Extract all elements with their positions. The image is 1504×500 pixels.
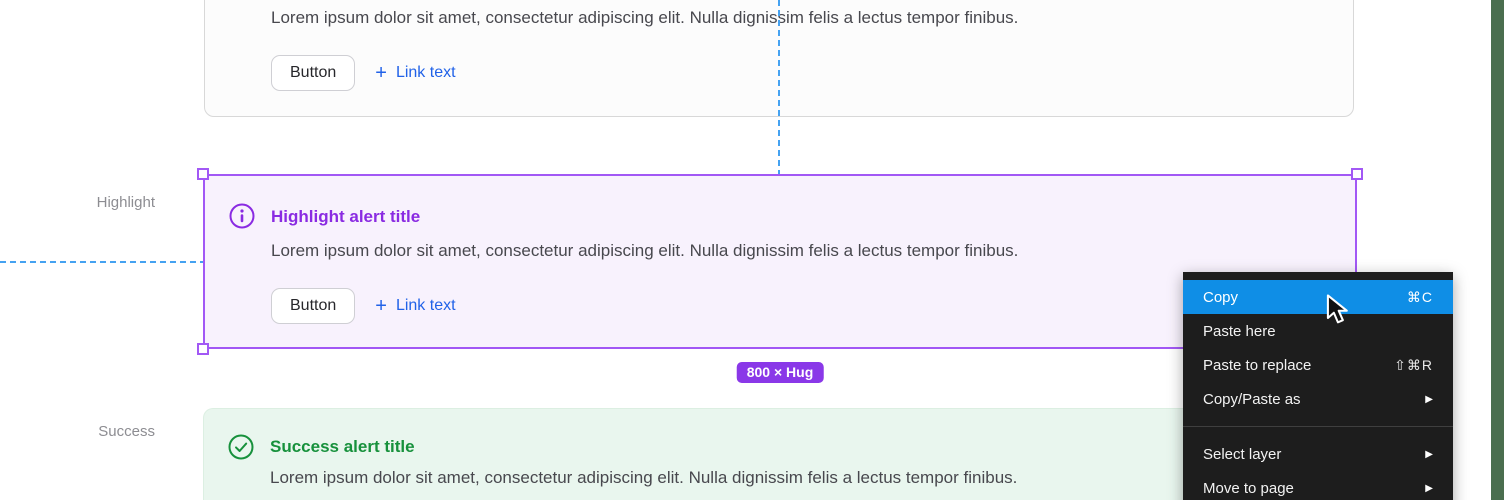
- alert-body-text: Lorem ipsum dolor sit amet, consectetur …: [270, 468, 1018, 487]
- menu-item-move-to-page[interactable]: Move to page ▶: [1203, 479, 1433, 497]
- alert-link-label: Link text: [395, 64, 456, 81]
- submenu-arrow-icon: ▶: [1425, 393, 1433, 405]
- alert-actions: Button + Link text: [271, 55, 456, 91]
- alert-button[interactable]: Button: [271, 288, 356, 324]
- info-icon: [229, 203, 255, 229]
- menu-item-paste-to-replace[interactable]: Paste to replace ⇧⌘R: [1203, 356, 1433, 374]
- alert-button[interactable]: Button: [271, 55, 356, 91]
- alert-link-label: Link text: [395, 297, 456, 314]
- menu-item-paste-here[interactable]: Paste here: [1203, 322, 1276, 340]
- alert-card-success[interactable]: Success alert title Lorem ipsum dolor si…: [203, 408, 1357, 500]
- alert-actions: Button + Link text: [271, 288, 456, 324]
- alert-link[interactable]: + Link text: [375, 295, 456, 317]
- menu-separator: [1183, 426, 1453, 427]
- distance-guide-horizontal: [0, 261, 203, 263]
- selection-handle-top-left[interactable]: [197, 168, 209, 180]
- mouse-cursor: [1326, 294, 1348, 324]
- menu-item-copy-paste-as[interactable]: Copy/Paste as ▶: [1203, 390, 1433, 408]
- context-menu: Copy ⌘C Paste here Paste to replace ⇧⌘R …: [1183, 272, 1453, 500]
- alert-body-text: Lorem ipsum dolor sit amet, consectetur …: [271, 8, 1019, 27]
- plus-icon: +: [375, 62, 387, 84]
- plus-icon: +: [375, 295, 387, 317]
- canvas-label-success: Success: [98, 423, 155, 440]
- alert-card-highlight[interactable]: Highlight alert title Lorem ipsum dolor …: [203, 174, 1357, 349]
- alert-title: Highlight alert title: [271, 207, 421, 226]
- submenu-arrow-icon: ▶: [1425, 482, 1433, 494]
- selection-handle-top-right[interactable]: [1351, 168, 1363, 180]
- alert-link[interactable]: + Link text: [375, 62, 456, 84]
- distance-guide-vertical: [778, 0, 780, 174]
- alert-body-text: Lorem ipsum dolor sit amet, consectetur …: [271, 241, 1019, 260]
- check-circle-icon: [228, 434, 254, 460]
- adjacent-frame-edge: [1491, 0, 1504, 500]
- submenu-arrow-icon: ▶: [1425, 448, 1433, 460]
- size-badge: 800 × Hug: [736, 362, 824, 383]
- shortcut-copy: ⌘C: [1406, 288, 1433, 305]
- shortcut-paste-to-replace: ⇧⌘R: [1394, 356, 1433, 373]
- selection-handle-bottom-left[interactable]: [197, 343, 209, 355]
- canvas-label-highlight: Highlight: [96, 194, 155, 211]
- menu-item-select-layer[interactable]: Select layer ▶: [1203, 445, 1433, 463]
- menu-item-copy[interactable]: Copy ⌘C: [1183, 280, 1453, 314]
- alert-title: Success alert title: [270, 437, 415, 456]
